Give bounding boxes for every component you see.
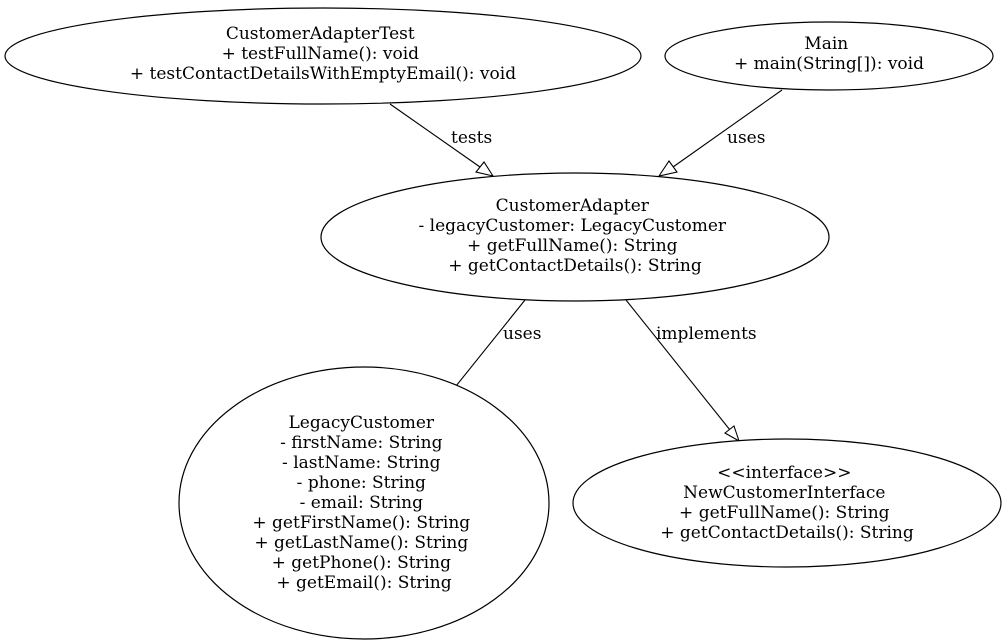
node-legacy-customer-shape — [178, 366, 550, 640]
edge-implements: implements — [625, 299, 757, 443]
node-label: Main — [804, 34, 848, 54]
node-member: - phone: String — [297, 473, 426, 493]
node-legacy-customer-text: LegacyCustomer - firstName: String - las… — [252, 413, 475, 593]
node-member: - email: String — [300, 493, 423, 513]
node-member: + getFirstName(): String — [252, 513, 470, 533]
node-main: Main + main(String[]): void — [664, 21, 994, 91]
node-member: + getContactDetails(): String — [660, 523, 914, 543]
node-member: + getEmail(): String — [276, 573, 451, 593]
edge-implements-line — [625, 299, 731, 431]
edge-adapter-uses-legacy: uses — [455, 299, 541, 387]
edge-main-uses-line — [672, 89, 783, 168]
node-member: - lastName: String — [282, 453, 441, 473]
edge-tests-arrowhead — [475, 161, 495, 177]
node-customer-adapter-test-shape — [4, 7, 642, 105]
node-member: + getLastName(): String — [254, 533, 468, 553]
node-member: + getContactDetails(): String — [448, 256, 702, 276]
node-member: + getFullName(): String — [467, 236, 678, 256]
node-member: + testContactDetailsWithEmptyEmail(): vo… — [130, 64, 516, 84]
node-member: + getFullName(): String — [679, 503, 890, 523]
node-customer-adapter-test-text: CustomerAdapterTest + testFullName(): vo… — [130, 24, 516, 84]
node-member: - firstName: String — [280, 433, 442, 453]
node-label: CustomerAdapter — [496, 196, 650, 216]
node-customer-adapter-text: CustomerAdapter - legacyCustomer: Legacy… — [419, 196, 732, 276]
node-member: + getPhone(): String — [272, 553, 451, 573]
edge-adapter-uses-legacy-label: uses — [503, 324, 541, 344]
node-main-shape — [664, 21, 994, 91]
node-customer-adapter: CustomerAdapter - legacyCustomer: Legacy… — [320, 172, 830, 302]
edge-implements-arrowhead — [724, 425, 740, 443]
node-member: + main(String[]): void — [734, 54, 924, 74]
node-main-text: Main + main(String[]): void — [734, 34, 924, 74]
node-stereotype: <<interface>> — [717, 463, 851, 483]
edge-tests: tests — [389, 103, 495, 177]
node-label: CustomerAdapterTest — [226, 24, 415, 44]
edge-implements-label: implements — [656, 324, 757, 344]
edge-tests-label: tests — [451, 128, 492, 148]
edge-main-uses-label: uses — [727, 128, 765, 148]
node-new-customer-interface: <<interface>> NewCustomerInterface + get… — [572, 438, 1002, 568]
edge-adapter-uses-legacy-line — [455, 299, 526, 387]
edge-main-uses-arrowhead — [657, 160, 678, 177]
node-legacy-customer: LegacyCustomer - firstName: String - las… — [178, 366, 550, 640]
node-member: + testFullName(): void — [222, 44, 420, 64]
node-customer-adapter-shape — [320, 172, 830, 302]
node-member: - legacyCustomer: LegacyCustomer — [419, 216, 727, 236]
node-label: NewCustomerInterface — [683, 483, 885, 503]
node-customer-adapter-test: CustomerAdapterTest + testFullName(): vo… — [4, 7, 642, 105]
node-new-customer-interface-shape — [572, 438, 1002, 568]
node-new-customer-interface-text: <<interface>> NewCustomerInterface + get… — [660, 463, 914, 543]
node-label: LegacyCustomer — [289, 413, 435, 433]
edge-tests-line — [389, 103, 481, 168]
edge-main-uses: uses — [657, 89, 783, 177]
